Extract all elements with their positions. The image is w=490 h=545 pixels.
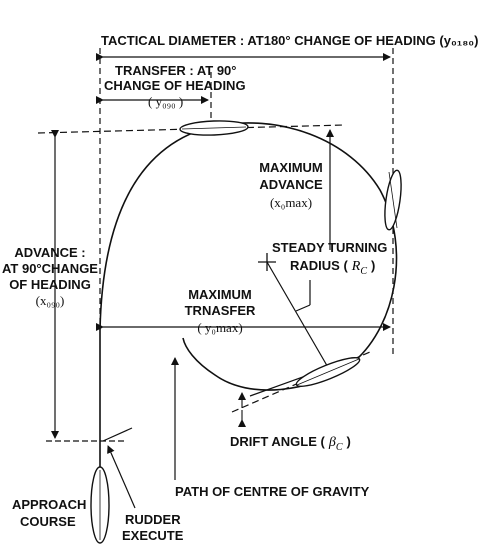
ship-approach [90, 466, 110, 544]
rudder-execute-leader [107, 445, 136, 509]
path-cg-label: PATH OF CENTRE OF GRAVITY [175, 484, 370, 499]
drift-angle-close: ) [346, 434, 351, 449]
max-advance-label-line1: MAXIMUM [259, 160, 323, 175]
rudder-execute-line1: RUDDER [125, 512, 181, 527]
max-transfer-label-line2: TRNASFER [184, 303, 256, 318]
advance-top-reference [37, 124, 346, 134]
steady-radius-subscript: C [360, 266, 368, 278]
steady-radius-close: ) [371, 258, 376, 273]
approach-course-line1: APPROACH [12, 497, 87, 512]
drift-angle-label: DRIFT ANGLE ( βC ) [230, 433, 351, 453]
transfer-symbol: ( y₀₉₀ ) [148, 94, 184, 109]
approach-course-line2: COURSE [20, 514, 76, 529]
advance-label-line3: OF HEADING [9, 277, 91, 292]
max-advance-symbol: (x₀max) [269, 195, 313, 210]
transfer-label-line1: TRANSFER : AT 90° [115, 63, 237, 78]
tactical-diameter-label: TACTICAL DIAMETER : AT180° CHANGE OF HEA… [101, 33, 479, 48]
radius-label-leader-tip [295, 304, 311, 312]
drift-angle-subscript: C [335, 442, 343, 454]
advance-label-line1: ADVANCE : [14, 245, 86, 260]
advance-symbol: (x₀₉₀) [35, 293, 65, 308]
steady-radius-label-line1: STEADY TURNING [272, 240, 388, 255]
transfer-label-line2: CHANGE OF HEADING [104, 78, 246, 93]
advance-label-line2: AT 90°CHANGE [2, 261, 98, 276]
ship-steady-turn-position [295, 357, 361, 387]
rudder-execute-line2: EXECUTE [122, 528, 184, 543]
drift-angle-text: DRIFT ANGLE ( [230, 434, 325, 449]
max-transfer-symbol: ( y₀max) [197, 320, 243, 335]
max-transfer-label-line1: MAXIMUM [188, 287, 252, 302]
ship-transfer-position [179, 120, 249, 136]
steady-radius-symbol: R [351, 259, 361, 274]
drift-angle-symbol: β [328, 435, 336, 450]
max-advance-label-line2: ADVANCE [259, 177, 323, 192]
ship-max-advance-position [384, 169, 402, 231]
turning-path-curve [99, 122, 398, 445]
rudder-angle-tick [102, 427, 133, 442]
turning-radius-line [266, 261, 334, 377]
steady-radius-label-line2: RADIUS ( RC ) [290, 257, 375, 277]
steady-radius-text: RADIUS ( [290, 258, 348, 273]
